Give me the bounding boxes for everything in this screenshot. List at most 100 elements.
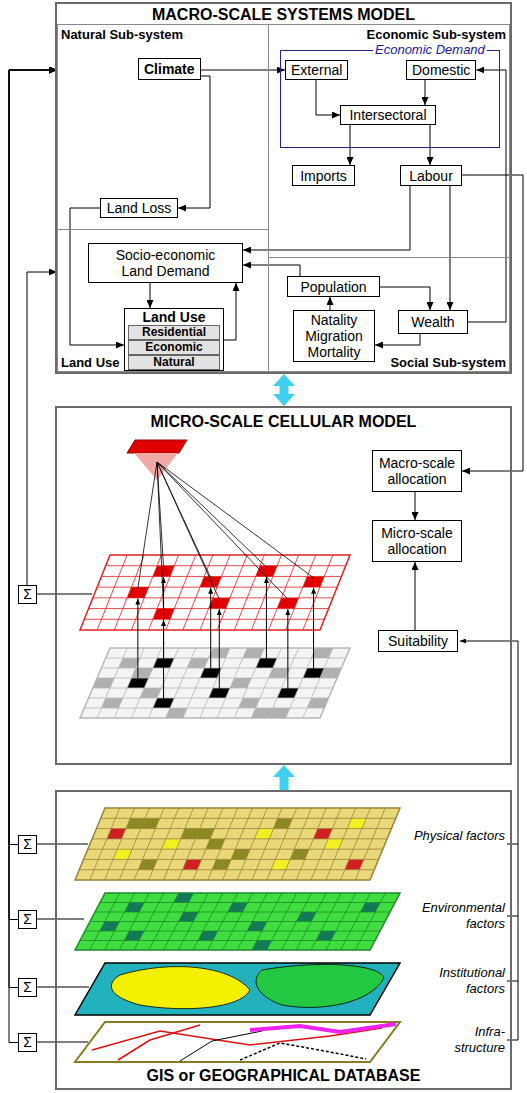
grid-cell bbox=[254, 829, 273, 839]
grid-cell bbox=[195, 829, 214, 839]
grid-line bbox=[303, 555, 333, 630]
grid-cell bbox=[183, 859, 202, 869]
macro-plane bbox=[127, 440, 187, 453]
grid-line bbox=[286, 555, 316, 630]
factor-label: Environmental factors bbox=[413, 900, 505, 932]
grid-line bbox=[282, 808, 312, 880]
grid-cell bbox=[271, 859, 290, 869]
grid-cell bbox=[277, 598, 299, 609]
grid-line bbox=[200, 648, 230, 718]
grid-cell bbox=[124, 931, 144, 941]
node-label: Macro-scale allocation bbox=[378, 455, 456, 487]
grid-line bbox=[92, 838, 387, 839]
connector bbox=[9, 70, 57, 988]
land-use-row: Natural bbox=[128, 355, 220, 370]
sum-wire bbox=[37, 844, 88, 845]
allocation-line bbox=[157, 462, 164, 610]
node-label: Natality Migration Mortality bbox=[299, 312, 369, 360]
allocation-line bbox=[138, 462, 157, 589]
highway bbox=[250, 1024, 396, 1032]
grid-cell bbox=[324, 839, 343, 849]
node-label: External bbox=[291, 62, 342, 78]
grid-cell bbox=[307, 698, 329, 708]
factor-wire bbox=[507, 916, 518, 917]
grid-line bbox=[84, 708, 324, 709]
grid-line bbox=[252, 808, 282, 880]
connector bbox=[462, 175, 523, 471]
grid-line bbox=[90, 921, 385, 922]
connector bbox=[178, 76, 210, 208]
grid-line bbox=[166, 555, 196, 630]
panel: MICRO-SCALE CELLULAR MODEL Macro-scale al… bbox=[55, 406, 512, 765]
grid-line bbox=[84, 859, 379, 860]
grid-line bbox=[97, 678, 337, 679]
grid-cell bbox=[345, 859, 364, 869]
process-box: Imports bbox=[292, 165, 355, 186]
node-label: Intersectoral bbox=[349, 107, 426, 123]
sub-system-region: Natural Sub-systemClimateLand Loss bbox=[57, 24, 269, 230]
grid-line bbox=[296, 808, 326, 880]
process-box: Natality Migration Mortality bbox=[293, 310, 375, 362]
grid-line bbox=[101, 576, 341, 577]
grid-line bbox=[85, 931, 380, 932]
node-label: Economic bbox=[145, 340, 202, 354]
factor-wire bbox=[507, 981, 518, 982]
grid-line bbox=[341, 808, 371, 880]
connector bbox=[9, 70, 57, 845]
sum-box: Σ bbox=[18, 978, 37, 997]
connector bbox=[375, 334, 420, 345]
process-box: Intersectoral bbox=[340, 105, 436, 125]
physical-layer bbox=[75, 808, 400, 880]
allocation-line bbox=[157, 462, 288, 599]
grid-line bbox=[89, 608, 329, 609]
grid-line bbox=[97, 555, 127, 630]
connector bbox=[316, 80, 340, 115]
connector bbox=[350, 125, 351, 165]
connector bbox=[415, 492, 416, 520]
node-label: Land Use bbox=[142, 309, 205, 325]
grid-line bbox=[97, 648, 127, 718]
panel-title: MICRO-SCALE CELLULAR MODEL bbox=[57, 413, 510, 431]
process-box: Socio-economic Land Demand bbox=[88, 243, 243, 283]
grid-cell bbox=[247, 922, 267, 932]
node-label: Σ bbox=[23, 836, 32, 852]
connector bbox=[380, 287, 430, 310]
grid-line bbox=[234, 648, 264, 718]
arrow-head bbox=[273, 765, 295, 777]
node-label: Natural bbox=[153, 355, 194, 369]
grid-line bbox=[166, 648, 196, 718]
group-heading: Economic Demand bbox=[373, 42, 487, 57]
cell-grid bbox=[80, 648, 350, 718]
grid-cell bbox=[212, 859, 231, 869]
allocation-line bbox=[157, 462, 314, 578]
grid-cell bbox=[313, 829, 332, 839]
grid-line bbox=[93, 597, 333, 598]
grid-line bbox=[326, 808, 356, 880]
grid-line bbox=[96, 828, 391, 829]
grid-line bbox=[131, 555, 161, 630]
grid-cell bbox=[290, 849, 309, 859]
aggregation-line bbox=[287, 609, 288, 693]
grid-line bbox=[234, 555, 264, 630]
node-label: Wealth bbox=[411, 314, 454, 330]
factor-wire bbox=[507, 1040, 518, 1041]
factor-wire bbox=[507, 844, 518, 845]
grid-line bbox=[355, 808, 385, 880]
grid-line bbox=[97, 587, 337, 588]
node-label: Σ bbox=[23, 1034, 32, 1050]
grid-line bbox=[88, 849, 383, 850]
node-label: Population bbox=[300, 279, 366, 295]
grid-line bbox=[90, 808, 120, 880]
grid-line bbox=[164, 808, 194, 880]
grid-cell bbox=[107, 829, 126, 839]
grid-line bbox=[303, 648, 333, 718]
aggregation-line bbox=[219, 609, 220, 693]
process-box: Climate bbox=[138, 58, 201, 80]
node-label: Socio-economic Land Demand bbox=[111, 247, 221, 279]
process-box: Micro-scale allocation bbox=[372, 520, 462, 562]
grid-line bbox=[95, 912, 390, 913]
allocation-line bbox=[157, 462, 219, 599]
infrastructure-layer bbox=[75, 1022, 400, 1062]
factor-label: Institutional factors bbox=[413, 965, 505, 997]
grid-cell bbox=[93, 678, 114, 688]
